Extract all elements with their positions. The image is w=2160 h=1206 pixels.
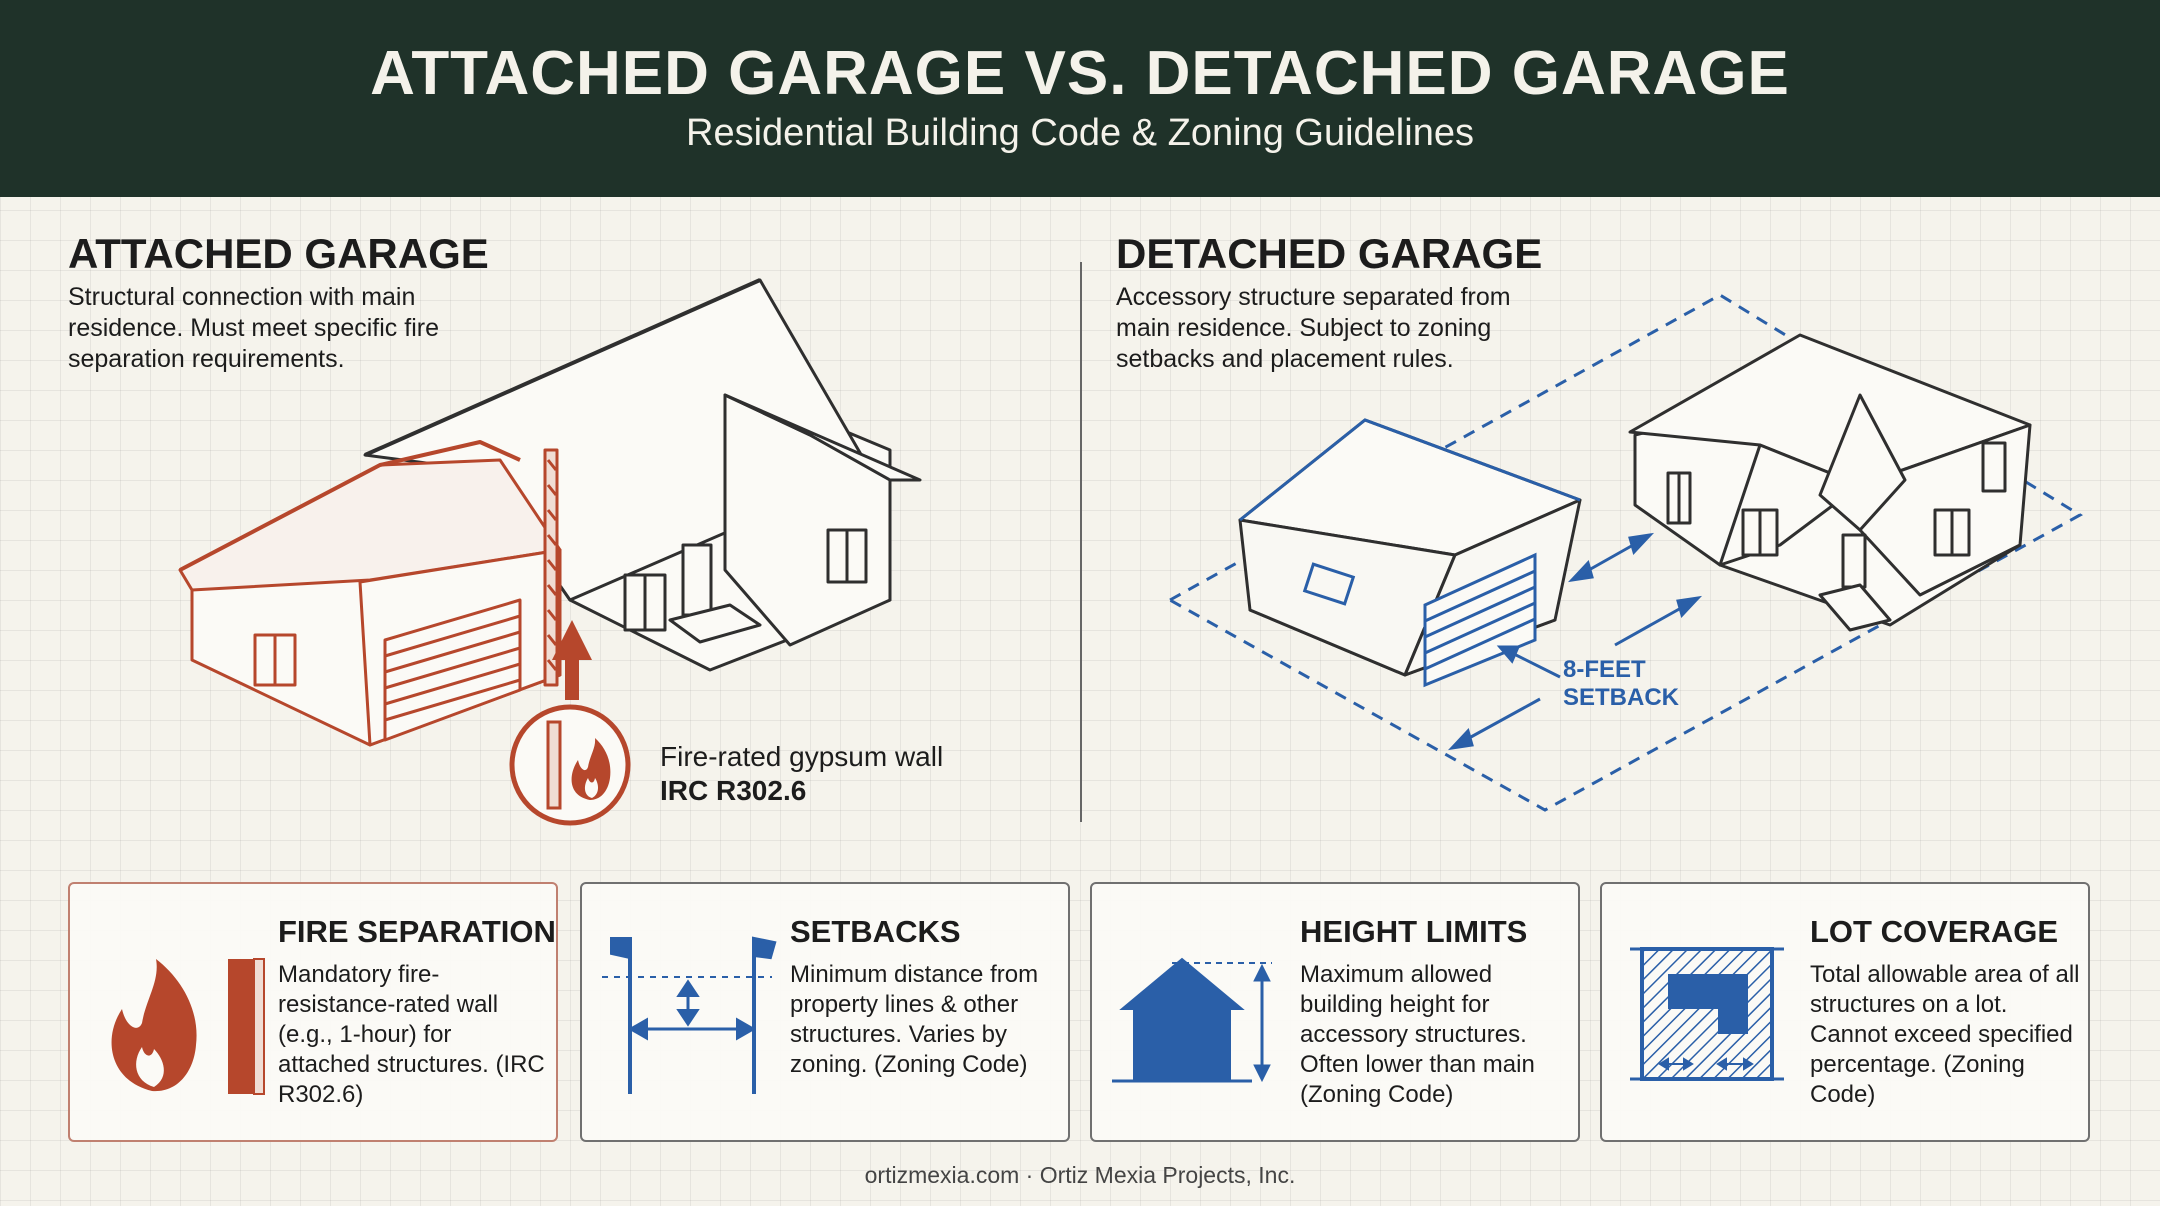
card-title: SETBACKS	[790, 914, 961, 949]
card-body: Total allowable area of all structures o…	[1810, 961, 2080, 1108]
card-title: LOT COVERAGE	[1810, 914, 2059, 949]
card-height-limits: HEIGHT LIMITS Maximum allowed building h…	[1090, 882, 1580, 1142]
card-body: Maximum allowed building height for acce…	[1300, 961, 1535, 1108]
setback-label: 8-FEET SETBACK	[1563, 656, 1679, 712]
setback-distance: 8-FEET	[1563, 656, 1646, 683]
fire-wall-callout: Fire-rated gypsum wall IRC R302.6	[660, 740, 943, 808]
card-title: FIRE SEPARATION	[278, 914, 556, 949]
house-height-icon	[1112, 957, 1272, 1083]
attached-description: Structural connection with main residenc…	[68, 283, 439, 373]
flame-wall-icon	[111, 958, 265, 1095]
card-body: Mandatory fire-resistance-rated wall (e.…	[278, 961, 545, 1108]
card-body: Minimum distance from property lines & o…	[790, 961, 1039, 1078]
lot-coverage-icon	[1630, 947, 1784, 1081]
section-divider	[1080, 262, 1082, 822]
attached-garage-illustration	[178, 278, 922, 826]
fire-wall-callout-icon	[509, 704, 631, 826]
footer-credit: ortizmexia.com · Ortiz Mexia Projects, I…	[864, 1162, 1296, 1188]
setback-word: SETBACK	[1563, 684, 1680, 711]
header-banner: ATTACHED GARAGE VS. DETACHED GARAGE Resi…	[0, 0, 2160, 197]
attached-title: ATTACHED GARAGE	[68, 230, 489, 277]
detached-title: DETACHED GARAGE	[1116, 230, 1543, 277]
page-subtitle: Residential Building Code & Zoning Guide…	[686, 112, 1474, 154]
card-fire-separation: FIRE SEPARATION Mandatory fire-resistanc…	[68, 882, 558, 1142]
page-title: ATTACHED GARAGE VS. DETACHED GARAGE	[370, 39, 1790, 108]
card-lot-coverage: LOT COVERAGE Total allowable area of all…	[1600, 882, 2090, 1142]
detached-description: Accessory structure separated from main …	[1116, 283, 1511, 373]
setback-flags-icon	[602, 936, 777, 1094]
callout-label: Fire-rated gypsum wall	[660, 741, 944, 772]
card-setbacks: SETBACKS Minimum distance from property …	[580, 882, 1070, 1142]
card-title: HEIGHT LIMITS	[1300, 914, 1528, 949]
detached-garage-illustration	[1166, 293, 2083, 812]
callout-code: IRC R302.6	[660, 775, 807, 806]
